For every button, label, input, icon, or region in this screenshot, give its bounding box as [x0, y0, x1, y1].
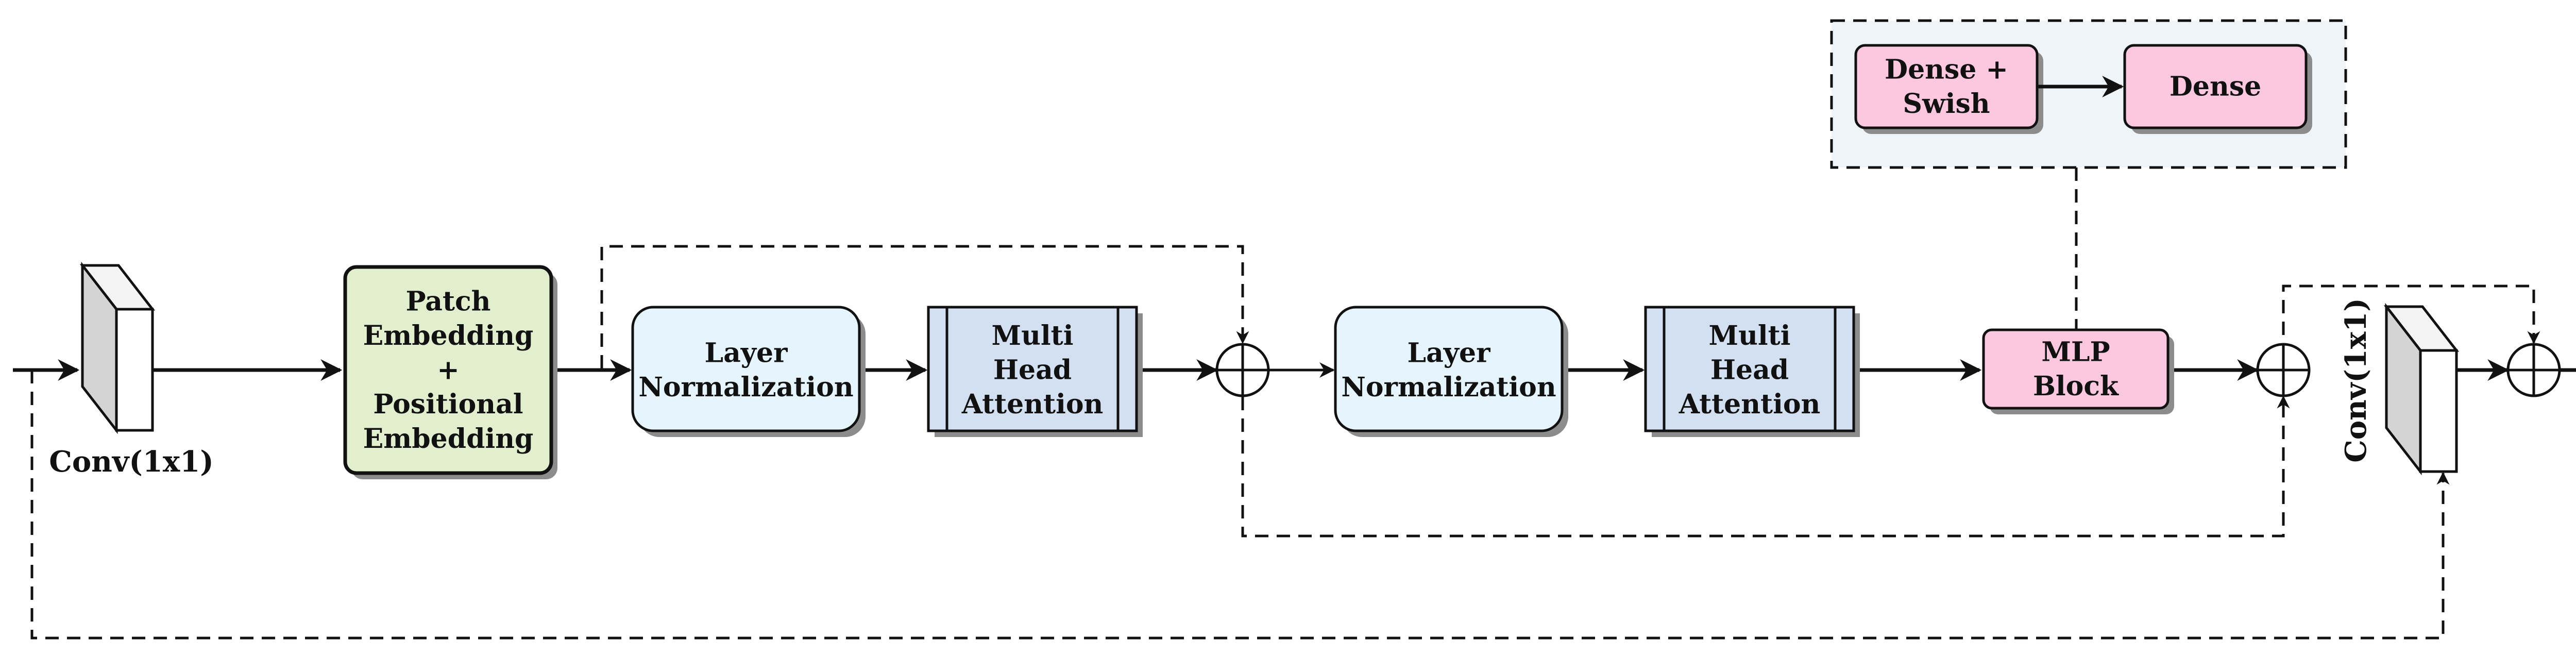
label-line: Embedding — [363, 423, 534, 455]
residual-add-1 — [1215, 343, 1270, 397]
conv-output-block — [2383, 303, 2460, 476]
residual-add-2 — [2256, 343, 2311, 397]
label-line: Head — [1710, 355, 1789, 386]
label-line: Normalization — [1341, 372, 1556, 403]
skip-connection-output — [2282, 284, 2540, 344]
label-line: Layer — [1408, 337, 1491, 368]
label-line: Multi — [992, 320, 1074, 351]
mlp-block-label: MLP Block — [2033, 336, 2119, 402]
skip-connection-attention — [600, 245, 1249, 368]
label-line: Layer — [705, 337, 788, 368]
label-line: + — [437, 355, 460, 386]
label-line: Attention — [961, 389, 1104, 420]
label-line: Embedding — [363, 320, 534, 351]
conv-output-label: Conv(1x1) — [2339, 298, 2373, 462]
label-line: MLP — [2041, 336, 2110, 367]
dense-swish-node: Dense +Swish — [1854, 44, 2043, 134]
dense-swish-label: Dense +Swish — [1885, 54, 2008, 120]
label-line: Swish — [1903, 88, 1990, 120]
label-line: Dense — [2170, 71, 2261, 103]
label-line: Patch — [406, 286, 491, 317]
label-line: Multi — [1709, 320, 1791, 351]
mlp-detail-panel: Dense +Swish Dense — [1830, 19, 2347, 169]
label-line: Head — [993, 355, 1072, 386]
dense-label: Dense — [2170, 71, 2261, 103]
residual-add-3 — [2506, 343, 2561, 397]
label-line: Normalization — [638, 372, 853, 403]
dense-node: Dense — [2123, 44, 2312, 134]
label-line: Positional — [373, 389, 523, 420]
conv-input-label: Conv(1x1) — [49, 445, 213, 479]
label-line: Dense + — [1885, 54, 2008, 85]
skip-connection-global — [30, 370, 2450, 640]
label-line: Block — [2033, 371, 2119, 402]
mlp-block-node: MLP Block — [1982, 328, 2174, 414]
skip-connection-mlp — [1241, 395, 2290, 538]
label-line: Attention — [1679, 389, 1821, 420]
conv-input-block — [79, 261, 156, 434]
